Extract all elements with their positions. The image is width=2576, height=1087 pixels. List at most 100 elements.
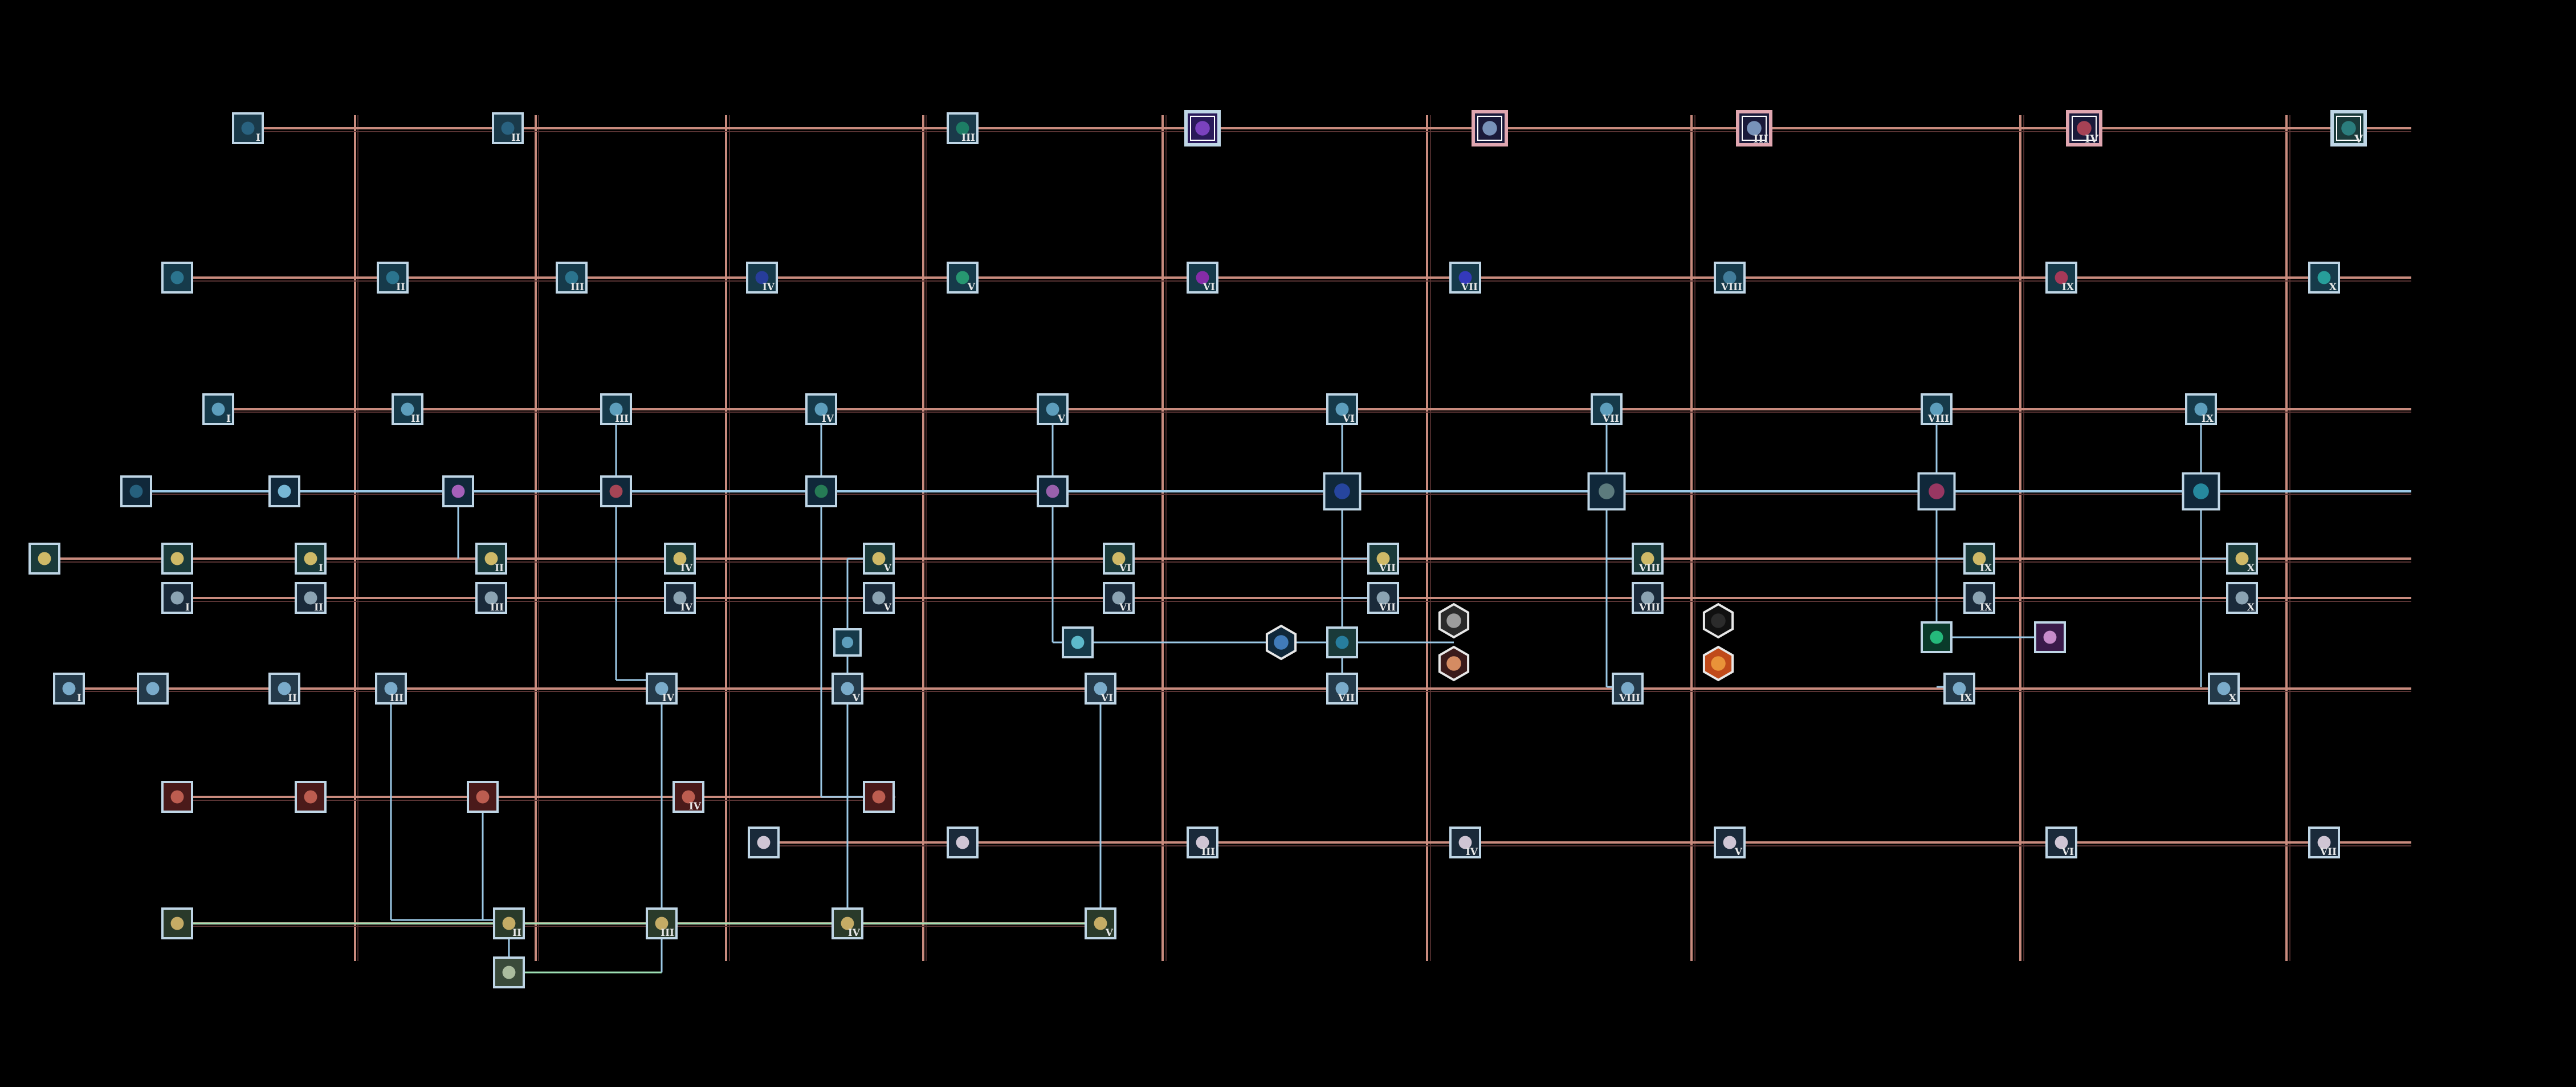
tech-node[interactable]: VIII bbox=[1632, 543, 1664, 575]
tech-node[interactable]: VI bbox=[2045, 827, 2077, 858]
tech-node[interactable]: VI bbox=[1326, 393, 1358, 425]
tech-node[interactable]: IX bbox=[1963, 582, 1995, 614]
thruster-icon bbox=[673, 552, 687, 565]
tech-node[interactable]: V bbox=[2330, 110, 2367, 146]
tech-node[interactable]: II bbox=[392, 393, 423, 425]
tech-node[interactable]: VIII bbox=[1921, 393, 1953, 425]
tech-node[interactable] bbox=[947, 827, 979, 858]
tech-node[interactable]: VII bbox=[1449, 262, 1481, 294]
tech-node[interactable] bbox=[2034, 621, 2066, 653]
tech-node[interactable]: V bbox=[1714, 827, 1746, 858]
tech-node[interactable] bbox=[748, 827, 780, 858]
tech-node[interactable] bbox=[2182, 472, 2220, 511]
tech-node[interactable]: VIII bbox=[1612, 673, 1644, 705]
tech-node[interactable] bbox=[1702, 602, 1734, 639]
tech-node[interactable] bbox=[1438, 602, 1470, 639]
tech-node[interactable]: III bbox=[475, 582, 507, 614]
tech-node[interactable] bbox=[863, 781, 895, 813]
tech-node[interactable]: X bbox=[2226, 582, 2258, 614]
tech-node[interactable]: II bbox=[493, 907, 525, 939]
tech-node[interactable]: IV bbox=[746, 262, 778, 294]
tech-node[interactable]: II bbox=[268, 673, 300, 705]
tech-node[interactable] bbox=[1184, 110, 1221, 146]
tech-node[interactable] bbox=[161, 543, 193, 575]
tech-node[interactable]: IX bbox=[1963, 543, 1995, 575]
tech-node[interactable]: VII bbox=[1367, 543, 1399, 575]
tech-node[interactable] bbox=[805, 475, 837, 507]
tech-node[interactable]: VII bbox=[1591, 393, 1623, 425]
tech-node[interactable]: II bbox=[492, 112, 524, 144]
tech-node[interactable]: I bbox=[161, 582, 193, 614]
tech-node[interactable]: X bbox=[2208, 673, 2240, 705]
tech-node[interactable] bbox=[1472, 110, 1508, 146]
tech-node[interactable]: VI bbox=[1187, 262, 1218, 294]
tech-node[interactable]: IX bbox=[1943, 673, 1975, 705]
tech-node[interactable] bbox=[1702, 645, 1734, 682]
tech-node[interactable]: III bbox=[646, 907, 678, 939]
tech-node[interactable] bbox=[1587, 472, 1626, 511]
tech-node[interactable] bbox=[1062, 626, 1094, 658]
tech-node[interactable] bbox=[120, 475, 152, 507]
tech-node[interactable]: IV bbox=[646, 673, 678, 705]
tech-node[interactable] bbox=[268, 475, 300, 507]
tech-node[interactable]: IX bbox=[2185, 393, 2217, 425]
tech-node[interactable]: VI bbox=[1103, 543, 1135, 575]
tech-node[interactable] bbox=[600, 475, 632, 507]
tech-node[interactable]: VI bbox=[1103, 582, 1135, 614]
tech-node[interactable]: II bbox=[377, 262, 409, 294]
tech-node[interactable]: VI bbox=[1085, 673, 1116, 705]
tech-node[interactable]: II bbox=[295, 582, 327, 614]
tech-node[interactable]: VII bbox=[1367, 582, 1399, 614]
tech-node[interactable] bbox=[28, 543, 60, 575]
tech-node[interactable]: III bbox=[556, 262, 588, 294]
tech-node[interactable]: VII bbox=[2308, 827, 2340, 858]
tech-node[interactable]: X bbox=[2308, 262, 2340, 294]
tech-node[interactable] bbox=[137, 673, 169, 705]
tech-node[interactable] bbox=[467, 781, 499, 813]
tech-node[interactable]: VII bbox=[1326, 673, 1358, 705]
tech-node[interactable]: V bbox=[832, 673, 863, 705]
tech-node[interactable] bbox=[833, 628, 862, 657]
tech-node[interactable]: I bbox=[232, 112, 264, 144]
tech-node[interactable] bbox=[161, 262, 193, 294]
tech-node[interactable]: III bbox=[947, 112, 979, 144]
tech-node[interactable]: IV bbox=[672, 781, 704, 813]
tech-node[interactable]: I bbox=[202, 393, 234, 425]
tech-node[interactable]: V bbox=[863, 582, 895, 614]
tech-node[interactable]: IX bbox=[2045, 262, 2077, 294]
tech-node[interactable] bbox=[161, 781, 193, 813]
tech-node[interactable]: V bbox=[1085, 907, 1116, 939]
tech-node[interactable] bbox=[161, 907, 193, 939]
tech-node[interactable] bbox=[493, 956, 525, 988]
tech-node[interactable]: VIII bbox=[1714, 262, 1746, 294]
sword-icon bbox=[1046, 402, 1059, 416]
tech-node[interactable] bbox=[442, 475, 474, 507]
tech-node[interactable] bbox=[1265, 624, 1297, 661]
tech-node[interactable]: V bbox=[863, 543, 895, 575]
tech-node[interactable]: X bbox=[2226, 543, 2258, 575]
tech-node[interactable] bbox=[1921, 621, 1953, 653]
tech-node[interactable] bbox=[295, 781, 327, 813]
tier-label: III bbox=[1753, 133, 1768, 145]
tech-node[interactable]: IV bbox=[805, 393, 837, 425]
tech-node[interactable] bbox=[1037, 475, 1069, 507]
tech-node[interactable]: IV bbox=[832, 907, 863, 939]
tech-node[interactable]: IV bbox=[1449, 827, 1481, 858]
tech-node[interactable]: IV bbox=[664, 582, 696, 614]
tech-node[interactable]: IV bbox=[664, 543, 696, 575]
tech-node[interactable]: V bbox=[1037, 393, 1069, 425]
tech-node[interactable]: V bbox=[947, 262, 979, 294]
tech-node[interactable]: I bbox=[53, 673, 85, 705]
tech-node[interactable]: VIII bbox=[1632, 582, 1664, 614]
tech-node[interactable] bbox=[1326, 626, 1358, 658]
tech-node[interactable]: III bbox=[1736, 110, 1772, 146]
tech-node[interactable] bbox=[1323, 472, 1362, 511]
tech-node[interactable]: IV bbox=[2066, 110, 2102, 146]
tech-node[interactable] bbox=[1917, 472, 1956, 511]
tech-node[interactable]: II bbox=[475, 543, 507, 575]
tech-node[interactable] bbox=[1438, 645, 1470, 682]
tech-node[interactable]: III bbox=[600, 393, 632, 425]
tech-node[interactable]: III bbox=[1187, 827, 1218, 858]
tech-node[interactable]: I bbox=[295, 543, 327, 575]
tech-node[interactable]: III bbox=[375, 673, 407, 705]
